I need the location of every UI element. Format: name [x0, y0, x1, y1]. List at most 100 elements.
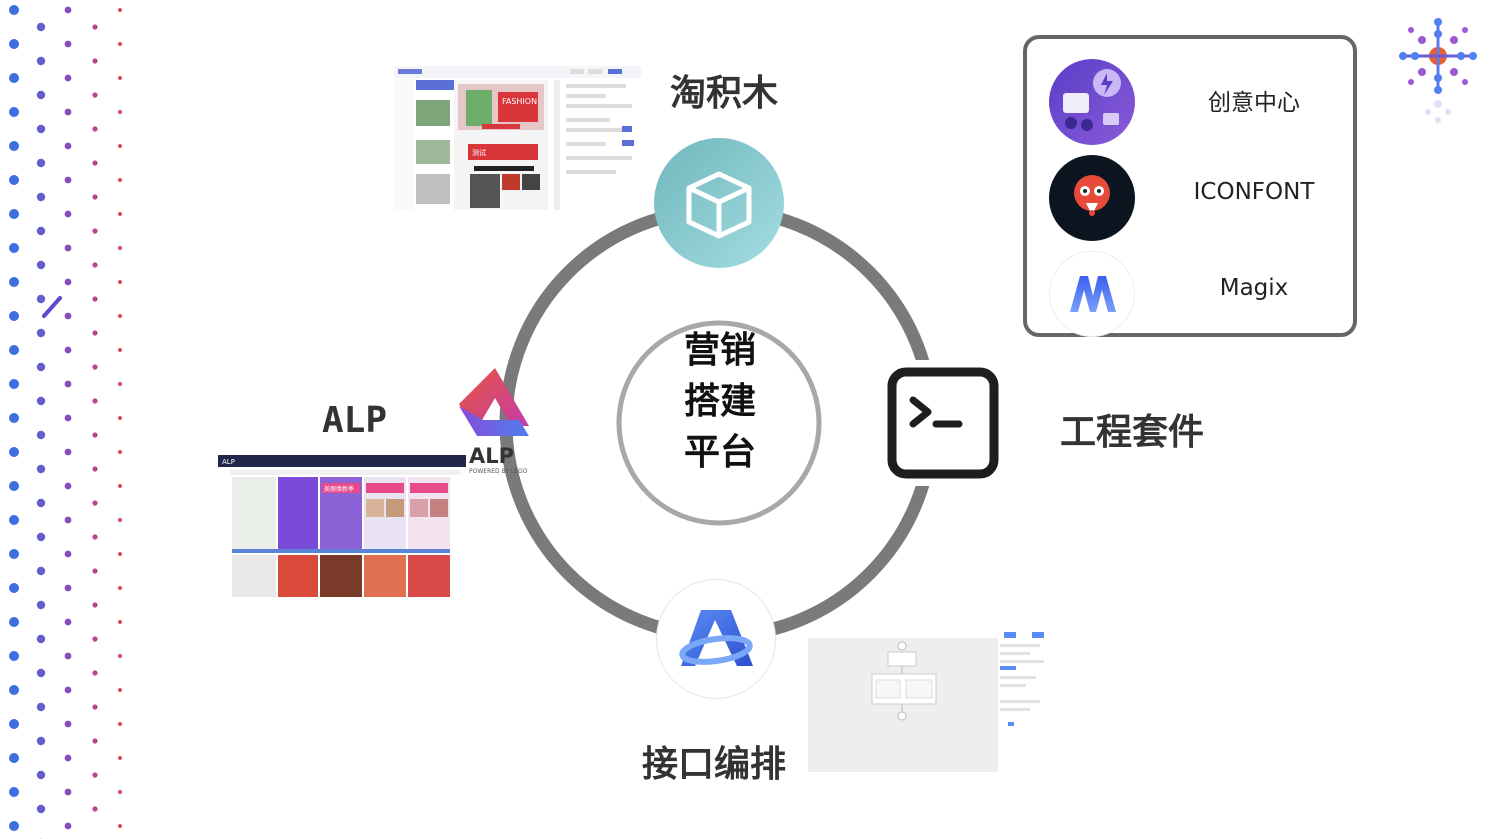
- decorative-dot: [92, 602, 98, 608]
- decorative-dot: [118, 450, 122, 454]
- decorative-dot: [9, 549, 19, 559]
- decorative-dot: [36, 668, 46, 678]
- decorative-dot: [64, 414, 72, 422]
- decorative-dot: [36, 600, 46, 610]
- center-line-3: 平台: [683, 432, 756, 473]
- legend-item-magix[interactable]: Magix: [1027, 247, 1353, 337]
- decorative-dot: [118, 42, 122, 46]
- decorative-dot: [118, 756, 122, 760]
- decorative-dot: [36, 770, 46, 780]
- decorative-dot: [118, 416, 122, 420]
- decorative-dot: [9, 515, 19, 525]
- legend-label-magix: Magix: [1219, 275, 1289, 301]
- decorative-dot: [36, 294, 46, 304]
- decorative-dot: [118, 518, 122, 522]
- decorative-dot: [9, 311, 19, 321]
- decorative-dot: [36, 736, 46, 746]
- decorative-dot: [36, 804, 46, 814]
- decorative-dash: [42, 296, 62, 318]
- decorative-dot: [9, 413, 19, 423]
- decorative-dot: [9, 107, 19, 117]
- legend-panel: 创意中心 ICONFONT Magix: [1023, 35, 1357, 337]
- decorative-dot: [92, 262, 98, 268]
- decorative-dot: [36, 430, 46, 440]
- decorative-dot: [9, 73, 19, 83]
- decorative-dot: [9, 5, 19, 15]
- decorative-dot: [9, 39, 19, 49]
- decorative-dot: [9, 651, 19, 661]
- alp-logo-subtext: POWERED BY LEGO: [469, 468, 528, 475]
- terminal-icon: [887, 367, 999, 479]
- legend-label-iconfont: ICONFONT: [1193, 179, 1315, 205]
- decorative-dot: [64, 618, 72, 626]
- decorative-dot: [92, 330, 98, 336]
- decorative-dot: [9, 141, 19, 151]
- decorative-dot: [64, 312, 72, 320]
- decorative-dot: [36, 22, 46, 32]
- decorative-dot: [36, 532, 46, 542]
- flow-screenshot: [802, 630, 1048, 772]
- decorative-dot: [118, 110, 122, 114]
- decorative-dot: [36, 124, 46, 134]
- decorative-dot: [36, 634, 46, 644]
- node-top[interactable]: [654, 138, 784, 268]
- decorative-dot: [64, 686, 72, 694]
- decorative-dot: [9, 243, 19, 253]
- legend-item-creative-center[interactable]: 创意中心: [1027, 55, 1353, 145]
- decorative-dot: [118, 212, 122, 216]
- decorative-dot: [92, 500, 98, 506]
- decorative-dot: [64, 108, 72, 116]
- decorative-dot: [64, 720, 72, 728]
- decorative-dot: [92, 806, 98, 812]
- decorative-dot: [36, 90, 46, 100]
- node-right[interactable]: [880, 360, 1006, 486]
- decorative-dot: [92, 534, 98, 540]
- decorative-dot: [92, 466, 98, 472]
- decorative-dot: [9, 447, 19, 457]
- decorative-dot: [92, 296, 98, 302]
- decorative-dot: [36, 56, 46, 66]
- decorative-dot: [36, 192, 46, 202]
- decorative-dot: [64, 346, 72, 354]
- node-bottom[interactable]: [656, 579, 776, 699]
- alp-screenshot: ALP 美丽焕新季: [218, 455, 466, 597]
- alp-logo: [459, 368, 529, 436]
- decorative-dot: [118, 654, 122, 658]
- decorative-dot: [9, 583, 19, 593]
- decorative-dot: [9, 685, 19, 695]
- decorative-dot: [36, 158, 46, 168]
- center-line-2: 搭建: [683, 381, 756, 422]
- decorative-dot: [92, 92, 98, 98]
- decorative-dot: [9, 345, 19, 355]
- decorative-dot: [92, 738, 98, 744]
- node-left[interactable]: ALP POWERED BY LEGO: [455, 366, 533, 478]
- decorative-dot: [9, 821, 19, 831]
- legend-item-iconfont[interactable]: ICONFONT: [1027, 151, 1353, 241]
- decorative-dot: [92, 398, 98, 404]
- magix-icon: [1049, 251, 1135, 337]
- decorative-dot: [64, 244, 72, 252]
- decorative-dot: [9, 753, 19, 763]
- decorative-dot: [64, 584, 72, 592]
- decorative-dot: [92, 568, 98, 574]
- decorative-dot: [36, 566, 46, 576]
- decorative-dot: [92, 636, 98, 642]
- decorative-dot: [64, 652, 72, 660]
- decorative-dot: [64, 822, 72, 830]
- decorative-dot: [64, 142, 72, 150]
- decorative-dot: [118, 314, 122, 318]
- node-bottom-label: 接口编排: [642, 744, 787, 785]
- decorative-dot: [92, 24, 98, 30]
- decorative-dot: [118, 382, 122, 386]
- alp-brand-text: ALP: [222, 458, 235, 466]
- decorative-dot: [92, 160, 98, 166]
- decorative-dot: [118, 246, 122, 250]
- decorative-dot: [36, 226, 46, 236]
- decorative-dot: [118, 586, 122, 590]
- decorative-dot: [64, 788, 72, 796]
- decorative-dot: [64, 448, 72, 456]
- decorative-dot: [118, 76, 122, 80]
- decorative-dot: [92, 228, 98, 234]
- decorative-dot: [64, 380, 72, 388]
- decorative-dot: [92, 704, 98, 710]
